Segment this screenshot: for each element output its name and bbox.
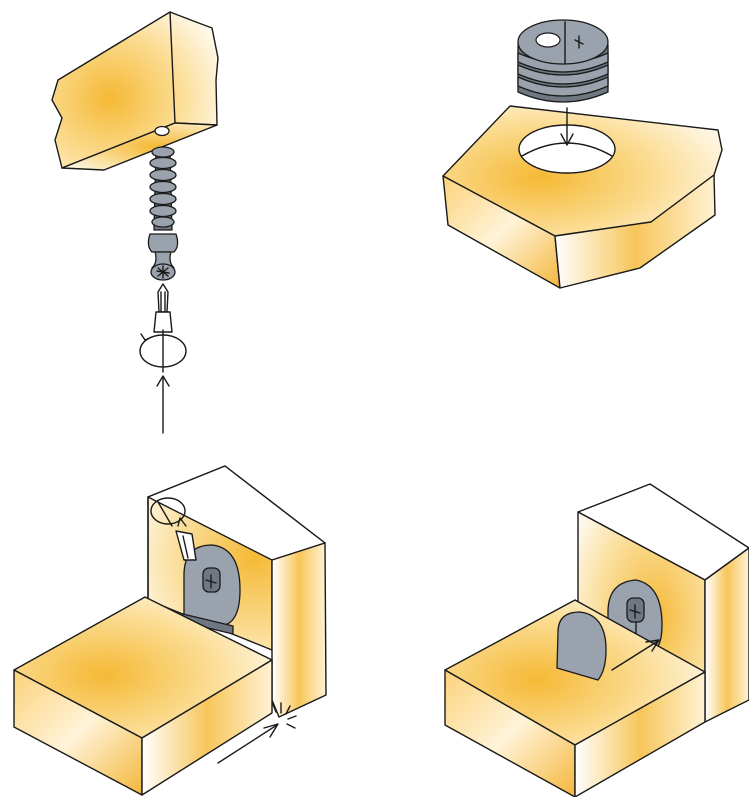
base-side-face bbox=[574, 671, 706, 797]
step-4-cam-locks bbox=[444, 483, 749, 797]
push-arrow-icon bbox=[217, 723, 279, 764]
rotate-clockwise-icon bbox=[139, 329, 187, 373]
press-down-arrow-icon bbox=[560, 107, 574, 146]
dowel-head bbox=[556, 611, 607, 681]
upright-side-face bbox=[271, 542, 327, 718]
base-side-face bbox=[141, 659, 273, 796]
contact-burst-icon bbox=[271, 701, 297, 729]
dowel-hole bbox=[154, 125, 170, 137]
dowel-screw bbox=[147, 146, 179, 281]
step-3-join-panels bbox=[13, 465, 327, 796]
screwdriver-icon bbox=[153, 283, 173, 333]
slide-arrow-icon bbox=[611, 639, 660, 671]
board-side-face bbox=[554, 174, 716, 289]
screwdriver-icon bbox=[175, 530, 197, 561]
push-up-arrow-icon bbox=[156, 375, 170, 434]
board-bottom-face bbox=[61, 122, 218, 171]
rotate-clockwise-icon bbox=[150, 497, 187, 527]
step-2-insert-cam bbox=[442, 19, 723, 289]
cam-connector bbox=[517, 19, 609, 103]
step-1-screw-dowel bbox=[51, 11, 219, 434]
cam-connector bbox=[182, 544, 241, 635]
base-front-face bbox=[444, 669, 576, 797]
